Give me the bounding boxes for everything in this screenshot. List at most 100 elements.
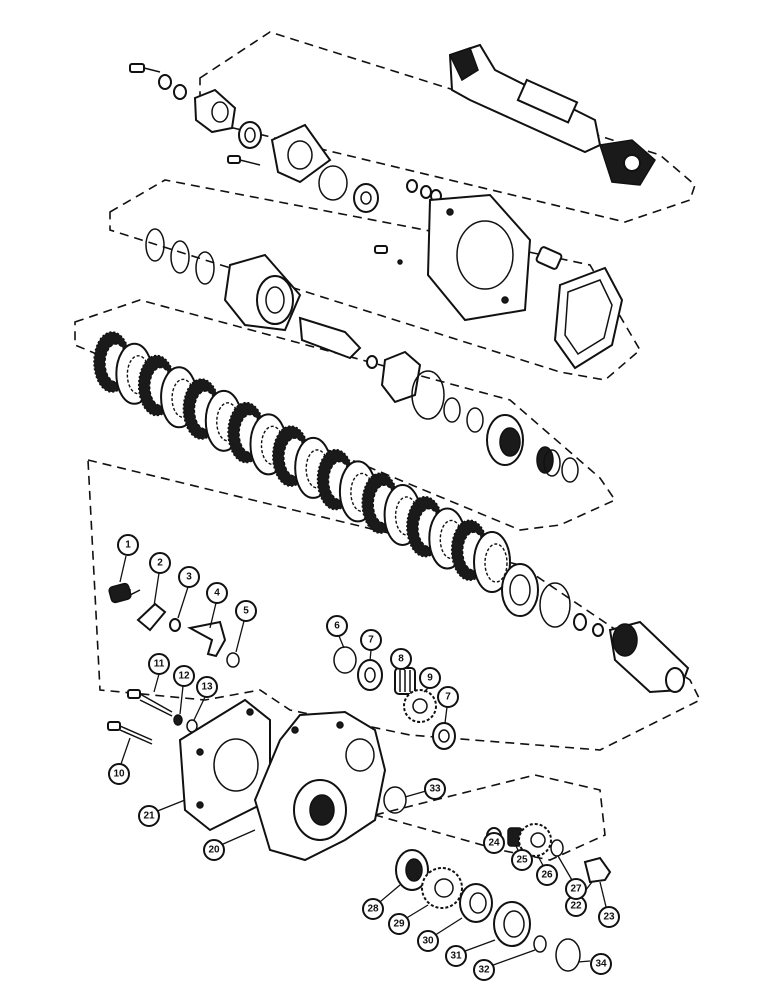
callout-28: 28	[362, 898, 384, 920]
callout-text: 11	[154, 659, 165, 670]
callout-text: 30	[422, 936, 434, 947]
shaft-icon	[298, 316, 362, 360]
callout-23: 23	[598, 906, 620, 928]
callout-8: 8	[390, 648, 412, 670]
clutch-hub-icon	[223, 253, 302, 332]
gear-icon	[403, 689, 437, 723]
long-bolt-icon	[107, 721, 153, 745]
callout-text: 5	[243, 606, 249, 617]
dashed-outline-housing-group	[109, 179, 642, 381]
callout-9: 9	[419, 667, 441, 689]
bearing-icon	[459, 883, 493, 923]
callout-11: 11	[148, 653, 170, 675]
transfer-housing-icon	[426, 193, 532, 322]
bolt-icon	[127, 689, 173, 717]
piston-icon	[486, 414, 524, 466]
transfer-case-icon	[253, 710, 387, 862]
callout-text: 9	[427, 673, 433, 684]
callout-text: 12	[178, 671, 190, 682]
leader-lines	[119, 555, 609, 969]
washer-icon	[592, 623, 604, 637]
shift-rod-icon	[187, 620, 227, 658]
bearing-icon	[432, 722, 456, 750]
callout-33: 33	[424, 778, 446, 800]
callout-25: 25	[511, 849, 533, 871]
output-shaft-group	[501, 563, 690, 694]
dashed-outline-clutch-pack-group	[74, 299, 617, 531]
dashed-outline-driveshaft-group	[199, 31, 696, 223]
detent-icon	[136, 602, 167, 632]
callout-text: 7	[445, 692, 451, 703]
callout-4: 4	[206, 582, 228, 604]
clutch-pack-group	[93, 331, 511, 593]
spring-icon	[536, 446, 561, 477]
callout-34: 34	[590, 953, 612, 975]
washer-icon	[158, 74, 172, 90]
callout-text: 31	[450, 951, 462, 962]
washer-icon	[169, 618, 181, 632]
bolt-icon	[227, 155, 261, 166]
o-ring-icon	[466, 407, 484, 433]
callout-10: 10	[108, 763, 130, 785]
flange-plate-icon	[270, 123, 332, 184]
main-case-group	[178, 698, 407, 862]
callout-text: 26	[541, 870, 553, 881]
gasket-icon	[553, 266, 624, 370]
callout-7b: 7	[437, 686, 459, 708]
callout-21: 21	[138, 805, 160, 827]
callout-text: 29	[393, 919, 405, 930]
callout-30: 30	[417, 930, 439, 952]
washer-icon	[366, 355, 378, 369]
washer-icon	[573, 613, 587, 631]
callout-text: 10	[113, 769, 125, 780]
callout-text: 34	[595, 959, 607, 970]
callout-text: 21	[143, 811, 155, 822]
bearing-icon	[357, 659, 383, 691]
gear-icon	[421, 867, 463, 909]
washer-icon	[173, 84, 187, 100]
callout-26: 26	[536, 864, 558, 886]
callout-7: 7	[360, 629, 382, 651]
callout-text: 28	[367, 904, 379, 915]
lower-parts	[107, 582, 456, 750]
callout-27: 27	[565, 878, 587, 900]
callout-31: 31	[445, 945, 467, 967]
callout-text: 24	[488, 838, 500, 849]
housing-group	[145, 179, 624, 370]
callout-text: 23	[603, 912, 615, 923]
callout-text: 25	[516, 855, 528, 866]
callout-text: 7	[368, 635, 374, 646]
o-ring-icon	[318, 165, 348, 201]
seal-icon	[238, 121, 262, 149]
callout-20: 20	[203, 839, 225, 861]
bolt-icon	[374, 245, 403, 265]
needle-bearing-icon	[394, 667, 416, 695]
callout-text: 32	[478, 965, 490, 976]
thrust-washer-icon	[550, 839, 564, 857]
drive-shaft-icon	[448, 43, 656, 186]
callout-text: 22	[570, 901, 582, 912]
driveshaft-group	[129, 43, 656, 213]
callout-5: 5	[235, 600, 257, 622]
callout-text: 6	[334, 621, 340, 632]
bearing-icon	[353, 183, 379, 213]
callout-text: 3	[186, 572, 192, 583]
o-ring-icon	[170, 240, 190, 274]
callout-32: 32	[473, 959, 495, 981]
callout-2: 2	[149, 552, 171, 574]
retainer-ring-icon	[561, 457, 579, 483]
o-ring-icon	[443, 397, 461, 423]
idler-gear-icon	[518, 823, 552, 857]
o-ring-icon	[195, 251, 215, 285]
snap-ring-icon	[539, 582, 571, 628]
idler-shaft-icon	[583, 856, 612, 884]
callout-text: 27	[570, 884, 582, 895]
callout-text: 13	[201, 682, 213, 693]
callout-labels: 1 2 3 4 5 6 7 8 9 7 10 11 12 13 20 21 22…	[108, 534, 620, 981]
o-ring-icon	[411, 370, 445, 420]
callout-text: 8	[398, 654, 404, 665]
callout-3: 3	[178, 566, 200, 588]
callout-text: 1	[125, 540, 131, 551]
output-shaft-icon	[608, 620, 690, 694]
